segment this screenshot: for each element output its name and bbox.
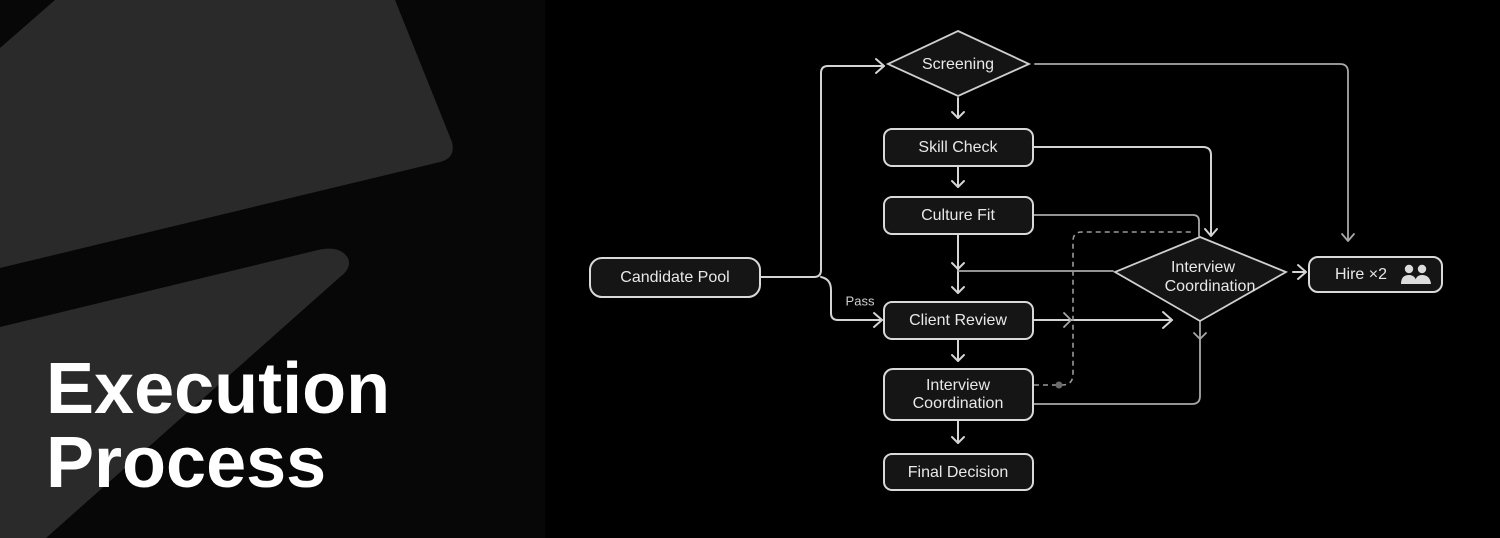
node-label-skill-check: Skill Check <box>918 139 998 156</box>
arrowhead-skill-check <box>951 111 965 119</box>
node-label-interview-coordination-line2: Coordination <box>913 395 1004 412</box>
node-final-decision[interactable]: Final Decision <box>883 453 1034 491</box>
title-line-1: Execution <box>46 349 391 429</box>
arrowhead-final-decision <box>951 436 965 444</box>
arrowhead-decision-bottom <box>1193 332 1207 340</box>
edge-label-pass: Pass <box>846 293 875 308</box>
page-title: Execution Process <box>46 352 390 500</box>
node-client-review[interactable]: Client Review <box>883 301 1034 340</box>
arrowhead-merge-1 <box>951 262 965 270</box>
node-label-screening: Screening <box>922 56 994 73</box>
node-screening[interactable]: Screening <box>885 30 1032 97</box>
arrowhead-hire-left <box>1297 264 1307 280</box>
edge-decision-to-interview-coordination <box>1033 321 1201 405</box>
decorative-shape-upper <box>0 0 453 268</box>
node-culture-fit[interactable]: Culture Fit <box>883 196 1034 235</box>
edge-candidate-pool-to-screening <box>759 65 885 278</box>
arrowhead-decision-left <box>1162 311 1173 329</box>
node-label-hire: Hire ×2 <box>1335 266 1387 283</box>
node-label-client-review: Client Review <box>909 312 1007 329</box>
flowchart-panel: Pass <box>545 0 1500 538</box>
node-interview-coordination-decision[interactable]: Interview Coordination <box>1112 236 1289 323</box>
node-label-decision-line2: Coordination <box>1165 278 1256 295</box>
decorative-shapes <box>0 0 453 538</box>
edge-dashed-interview-loop <box>1034 231 1192 386</box>
node-label-candidate-pool: Candidate Pool <box>620 269 729 286</box>
arrowhead-screening <box>875 58 885 74</box>
dashed-loop-node-dot <box>1055 381 1063 389</box>
title-line-2: Process <box>46 423 327 503</box>
arrowhead-mid-client-review <box>1063 312 1072 328</box>
edge-candidate-pool-to-client-review <box>820 276 883 321</box>
flowchart: Pass <box>589 30 1443 491</box>
node-skill-check[interactable]: Skill Check <box>883 128 1034 167</box>
arrowhead-hire-top <box>1341 233 1355 242</box>
edge-screening-to-hire <box>1034 63 1349 241</box>
edge-culture-fit-to-decision <box>1032 214 1200 237</box>
arrowhead-client-review-pass <box>873 312 883 328</box>
edge-skill-check-to-decision <box>1032 146 1212 236</box>
node-candidate-pool[interactable]: Candidate Pool <box>589 257 761 298</box>
arrowhead-client-review-top <box>951 286 965 294</box>
node-label-decision-line1: Interview <box>1171 259 1235 276</box>
arrowhead-interview-coordination <box>951 354 965 362</box>
arrowhead-culture-fit <box>951 180 965 188</box>
node-label-interview-coordination-line1: Interview <box>926 377 990 394</box>
node-interview-coordination[interactable]: Interview Coordination <box>883 368 1034 421</box>
node-label-final-decision: Final Decision <box>908 464 1008 481</box>
arrowhead-decision-top <box>1204 228 1218 237</box>
decorative-shape-lower <box>0 248 349 538</box>
people-icon <box>1401 264 1431 284</box>
title-panel: Execution Process <box>0 0 545 538</box>
node-label-culture-fit: Culture Fit <box>921 207 995 224</box>
node-hire[interactable]: Hire ×2 <box>1308 256 1443 293</box>
